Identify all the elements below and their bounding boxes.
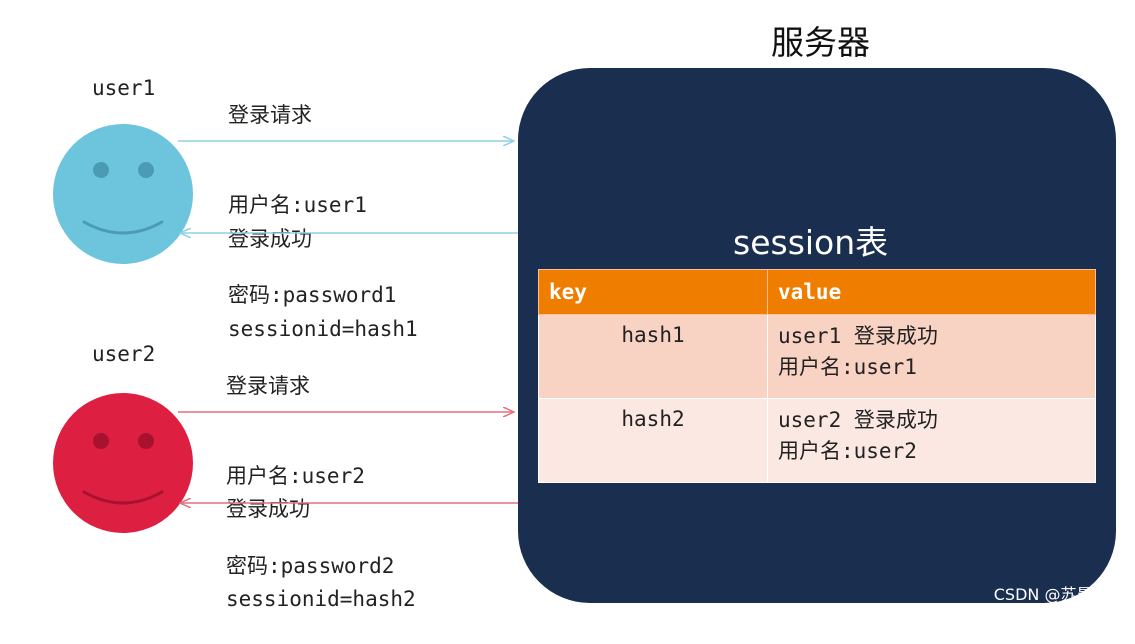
user2-response: 登录成功 sessionid=hash2 — [226, 434, 416, 644]
user1-response: 登录成功 sessionid=hash1 — [228, 164, 418, 374]
user1-label: user1 — [92, 76, 156, 100]
session-value-line: user2 登录成功 — [778, 408, 938, 432]
diagram-graphics — [53, 124, 518, 533]
message-line: 密码:password1 — [228, 283, 397, 307]
user1-request: 登录请求 用户名:user1 密码:password1 — [228, 40, 396, 340]
column-header-value: value — [767, 269, 1096, 315]
message-line: 密码:password2 — [226, 554, 395, 578]
user1-smiley-icon — [53, 124, 193, 264]
watermark: CSDN @苏晨509 — [993, 585, 1123, 604]
server-title: 服务器 — [771, 23, 870, 62]
message-line: 用户名:user1 — [228, 193, 367, 217]
message-line: 用户名:user2 — [226, 464, 365, 488]
session-value-line: 用户名:user2 — [778, 439, 917, 463]
user2-request: 登录请求 用户名:user2 密码:password2 — [226, 311, 394, 611]
message-line: sessionid=hash1 — [228, 317, 418, 341]
session-table-title: session表 — [733, 223, 889, 262]
session-value: user2 登录成功 用户名:user2 — [767, 398, 1096, 483]
message-line: sessionid=hash2 — [226, 587, 416, 611]
user2-label: user2 — [92, 342, 156, 366]
table-row: hash2 user2 登录成功 用户名:user2 — [538, 398, 1096, 483]
session-value-line: user1 登录成功 — [778, 324, 938, 348]
session-key: hash1 — [538, 314, 768, 399]
message-line: 登录请求 — [228, 103, 312, 127]
session-table: key value hash1 user1 登录成功 用户名:user1 has… — [538, 269, 1096, 483]
session-key: hash2 — [538, 398, 768, 483]
message-line: 登录成功 — [226, 497, 310, 521]
user2-smiley-icon — [53, 393, 193, 533]
session-value: user1 登录成功 用户名:user1 — [767, 314, 1096, 399]
table-row: hash1 user1 登录成功 用户名:user1 — [538, 314, 1096, 399]
message-line: 登录请求 — [226, 374, 310, 398]
session-value-line: 用户名:user1 — [778, 355, 917, 379]
message-line: 登录成功 — [228, 227, 312, 251]
